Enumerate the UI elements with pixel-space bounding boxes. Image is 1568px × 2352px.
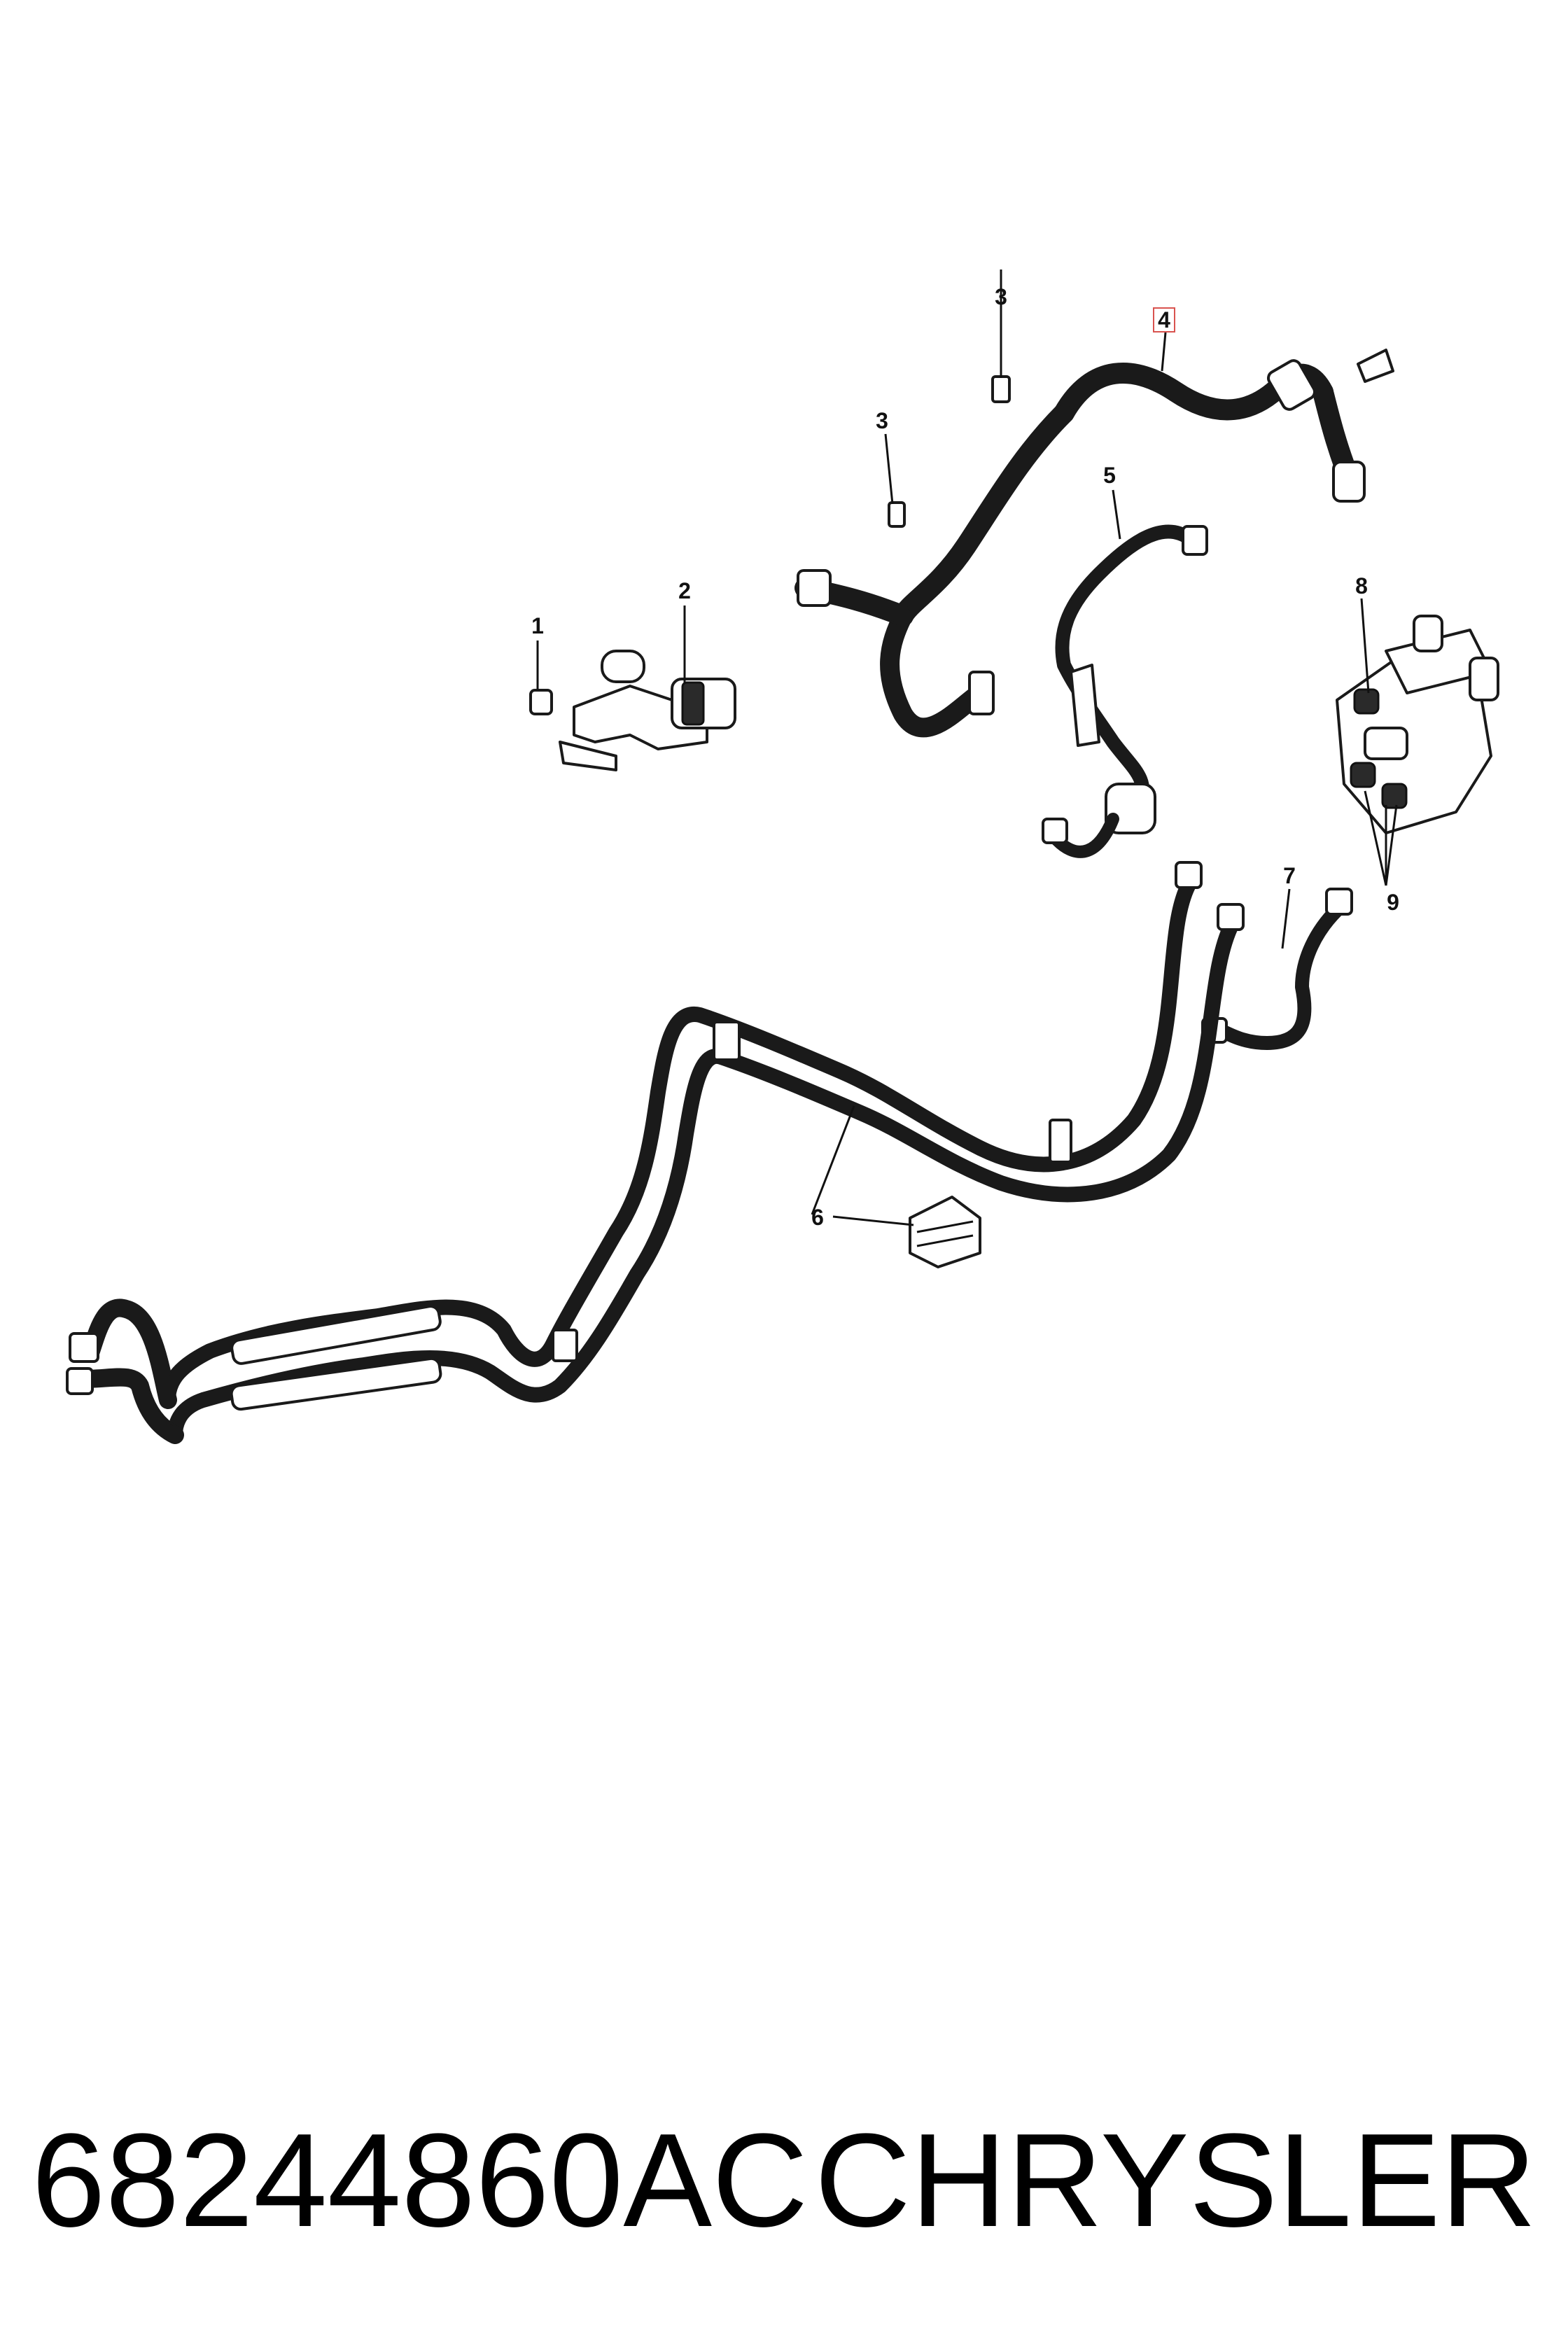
callout-4: 4: [1158, 307, 1170, 332]
callout-6: 6: [811, 1205, 824, 1230]
callout-2: 2: [678, 578, 691, 603]
callout-8: 8: [1355, 573, 1368, 598]
leader-lines: [536, 270, 1398, 1226]
part-6-cooler-lines: [66, 861, 1245, 1444]
callout-1: 1: [531, 613, 544, 638]
callout-4-highlight: [1153, 307, 1175, 332]
brand-text: CHRYSLER: [815, 2106, 1536, 2255]
part-8-cooler: [1336, 615, 1499, 834]
part-6-pad: [909, 1196, 981, 1268]
callout-3-upper: 3: [995, 284, 1007, 309]
part-4-hose-assembly: [794, 349, 1394, 738]
callout-3-lower: 3: [876, 408, 888, 433]
callout-9: 9: [1387, 890, 1399, 915]
part-3-bolt-lower: [888, 501, 906, 528]
callout-7: 7: [1283, 863, 1296, 888]
part-number-text: 68244860AC: [31, 2106, 808, 2255]
part-2-valve: [559, 650, 736, 771]
callout-5: 5: [1103, 463, 1116, 488]
part-1-fastener: [529, 689, 553, 715]
part-5-tube: [1042, 524, 1208, 858]
